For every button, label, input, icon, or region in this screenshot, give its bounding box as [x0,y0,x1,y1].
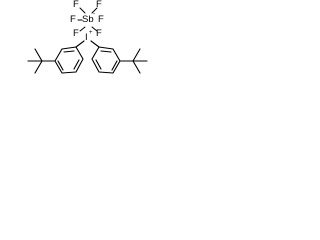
iodine-charge: + [89,30,93,36]
left-tbu-methyl-down [34,60,43,74]
right-tbu-methyl-down [132,60,141,74]
iodine-right-ring-bond [90,40,100,48]
left-benzene-ring [54,46,84,74]
fluorine-label-right: F [98,14,104,25]
left-ring-double-bond-1 [63,50,75,53]
iodine-label: I [85,32,88,43]
antimony-charge: - [93,11,95,17]
left-ring-double-bond-2 [73,59,80,70]
sb-f-bond-top-left [79,7,86,14]
right-ring-double-bond-3 [95,59,102,70]
sb-f-bonds [77,7,98,32]
fluorine-label-left: F [70,14,76,25]
right-tert-butyl-group [119,48,148,74]
fluorine-label-bottom-right: F [96,28,102,39]
chemical-structure-diagram: F F F Sb - F F F I + [0,0,172,107]
structure-drawing [27,7,148,74]
left-tert-butyl-group [27,48,56,74]
fluorine-label-top-left: F [73,0,79,10]
sb-f-bond-bottom-left [79,26,86,32]
right-ring-double-bond-1 [100,50,112,53]
sb-f-bond-bottom-right [91,26,98,32]
right-benzene-ring [91,46,121,74]
fluorine-label-top-right: F [96,0,102,10]
iodine-left-ring-bond [75,40,85,48]
left-ring-double-bond-3 [57,60,64,71]
right-tbu-methyl-up [132,48,141,62]
right-ring-double-bond-2 [111,60,118,71]
sb-f-bond-top-right [91,7,98,14]
right-ring-outline [91,46,121,74]
antimony-label: Sb [82,14,94,25]
fluorine-label-bottom-left: F [73,28,79,39]
left-tbu-methyl-up [34,48,43,62]
